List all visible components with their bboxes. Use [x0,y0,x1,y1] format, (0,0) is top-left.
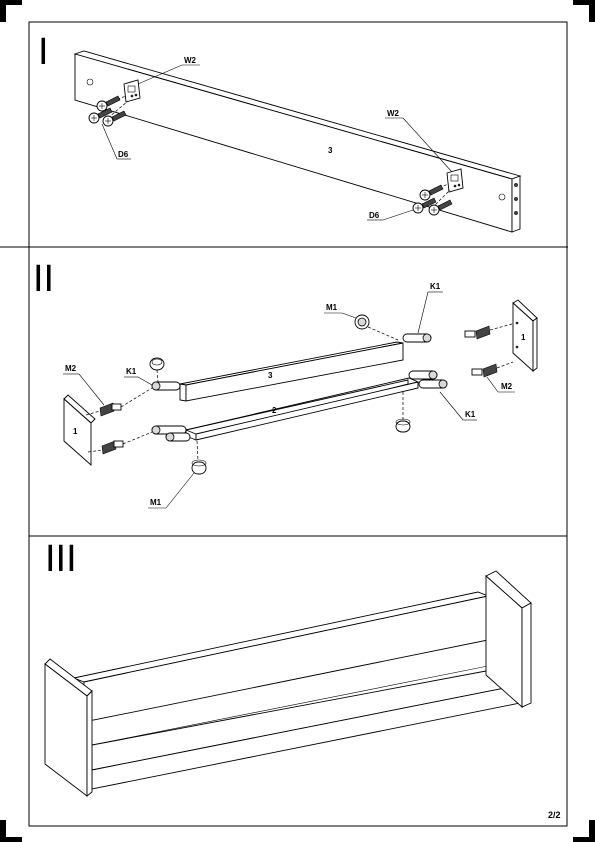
label-w2-left: W2 [184,56,197,65]
step-numeral-1: I [38,31,49,73]
dowels-k1-right [402,333,448,389]
panel-hole [498,193,506,201]
cam-lock-m1-top [149,357,165,383]
step-2-diagram: 3 2 1 1 [63,282,538,509]
label-board-3: 3 [268,371,273,380]
cam-lock-m1-upper [354,314,399,341]
end-hole [514,183,518,187]
left-side-panel-edge [86,689,93,797]
label-d6-left: D6 [118,150,129,159]
page-frame [28,21,568,827]
bolts-m2-right [464,323,514,378]
end-hole [514,197,518,201]
label-k1-top: K1 [430,282,441,291]
step-numeral-3: III [45,538,77,580]
side-panel-1-left [63,397,92,467]
panel-3-end [511,175,521,233]
panel-hole [86,78,94,86]
hanger-w2-left [123,79,141,103]
label-panel-3: 3 [328,146,333,155]
dowels-k1-left [151,381,191,442]
label-side-panel-left: 1 [73,427,78,436]
board-3-end [179,383,187,402]
hanger-w2-right [446,168,464,193]
label-m2-left: M2 [65,364,77,373]
step-1-diagram: W2 D6 W2 D6 3 [73,50,522,233]
label-board-2: 2 [272,406,277,415]
label-m1-top: M1 [326,303,338,312]
label-side-panel-right: 1 [521,333,526,342]
step-numeral-2: II [33,258,54,300]
end-hole [514,211,518,215]
cam-lock-m1-right [395,392,411,433]
right-side-panel-edge [521,602,532,708]
label-w2-right: W2 [387,109,400,118]
screws-d6-left [88,95,129,127]
label-d6-right: D6 [369,211,380,220]
page-number: 2/2 [548,810,561,820]
cam-lock-m1-bottom [191,440,207,475]
screws-d6-right [412,183,453,216]
label-m2-right: M2 [501,382,513,391]
board-3-face [185,342,404,402]
step-3-assembled-shelf [44,570,532,797]
label-k1-right: K1 [465,410,476,419]
label-k1-left: K1 [126,367,137,376]
label-m1-bottom: M1 [150,498,162,507]
board-2-face [195,381,419,441]
bolts-m2-left [85,387,153,455]
